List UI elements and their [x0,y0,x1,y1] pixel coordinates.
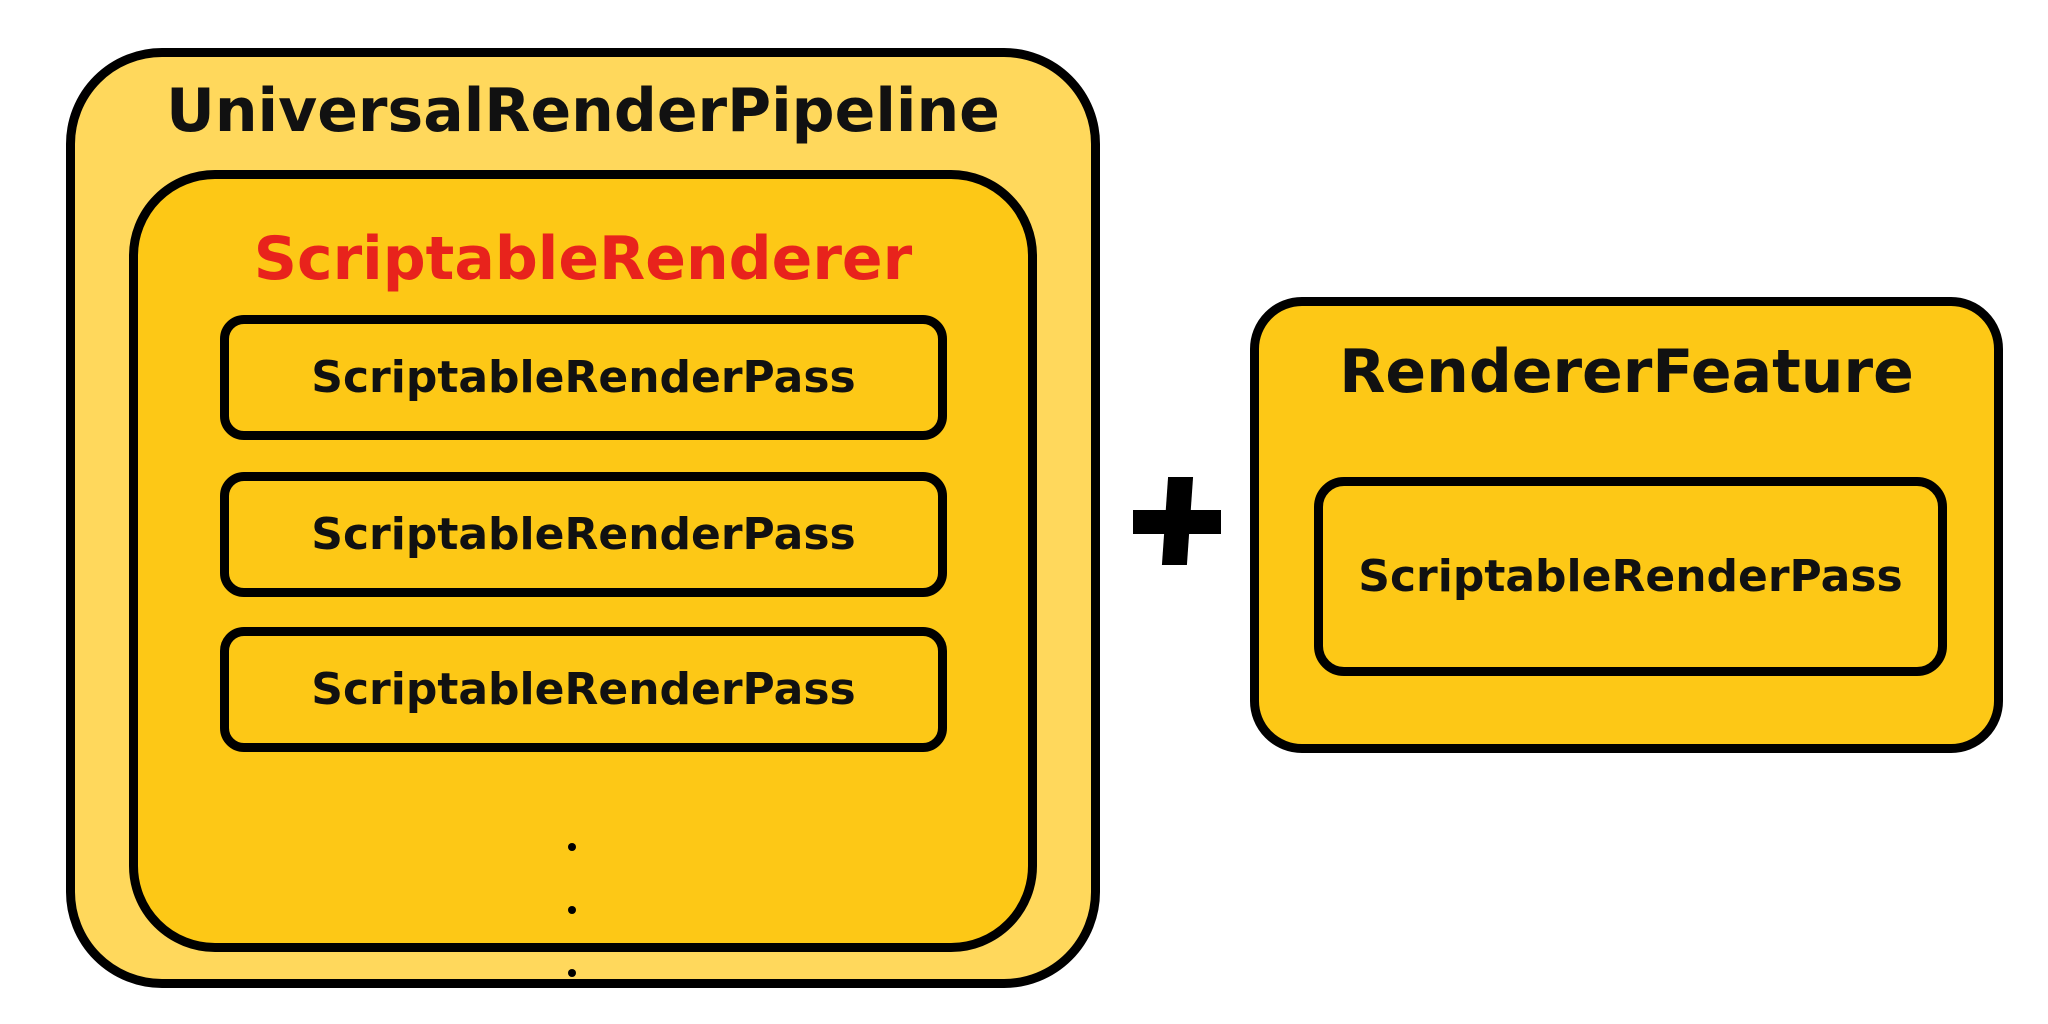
render-pass-box: ScriptableRenderPass [220,627,947,752]
render-pass-label: ScriptableRenderPass [311,664,856,715]
universal-render-pipeline-box: UniversalRenderPipeline ScriptableRender… [66,48,1100,988]
scriptable-renderer-box: ScriptableRenderer ScriptableRenderPass … [129,170,1037,977]
render-pass-box: ScriptableRenderPass [220,472,947,597]
render-pass-label: ScriptableRenderPass [311,352,856,403]
render-pass-label: ScriptableRenderPass [1358,551,1903,602]
ellipsis-dot [568,906,576,914]
renderer-feature-box: RendererFeature ScriptableRenderPass [1250,297,2003,753]
feature-title: RendererFeature [1339,337,1914,407]
render-pass-label: ScriptableRenderPass [311,509,856,560]
ellipsis-dot [568,969,576,977]
feature-render-pass-box: ScriptableRenderPass [1314,477,1947,676]
render-pass-box: ScriptableRenderPass [220,315,947,440]
renderer-title: ScriptableRenderer [253,224,913,294]
ellipsis-dot [568,843,576,851]
plus-icon [1133,477,1221,565]
pipeline-title: UniversalRenderPipeline [166,76,1000,146]
